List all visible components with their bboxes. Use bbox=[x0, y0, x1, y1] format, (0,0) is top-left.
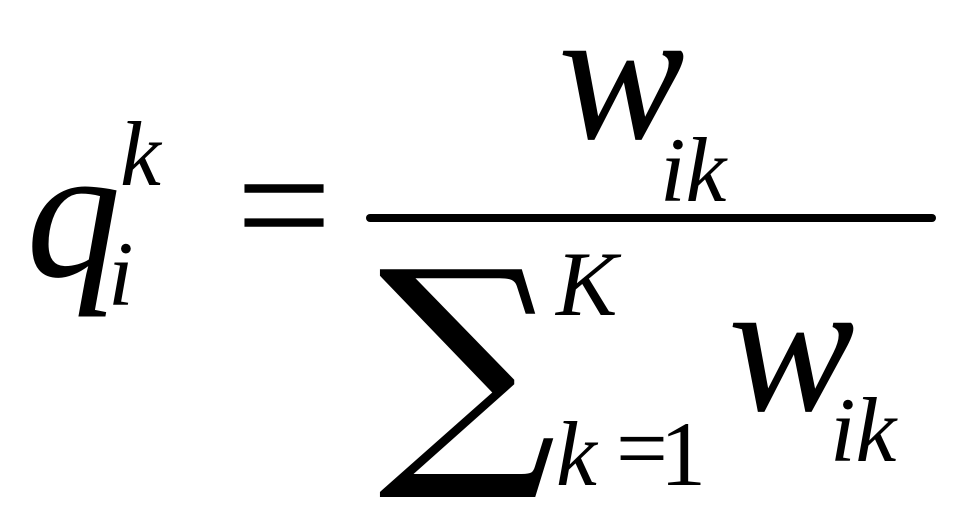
numerator-subscript: ik bbox=[660, 119, 727, 221]
summation-operator: ∑ bbox=[378, 217, 557, 508]
summation-upper-limit: K bbox=[556, 233, 618, 335]
summation-lower-variable: k bbox=[556, 403, 597, 505]
numerator-symbol: w bbox=[558, 0, 685, 180]
lhs-symbol: q bbox=[26, 108, 121, 318]
lhs-subscript: i bbox=[108, 223, 134, 325]
fraction-bar bbox=[366, 214, 936, 222]
summation-lower-value: 1 bbox=[660, 403, 706, 505]
summation-lower-equals: = bbox=[616, 397, 668, 499]
equals-sign: = bbox=[236, 111, 332, 299]
denominator-symbol: w bbox=[728, 242, 855, 452]
denominator-subscript: ik bbox=[830, 379, 897, 481]
lhs-superscript: k bbox=[120, 103, 161, 205]
